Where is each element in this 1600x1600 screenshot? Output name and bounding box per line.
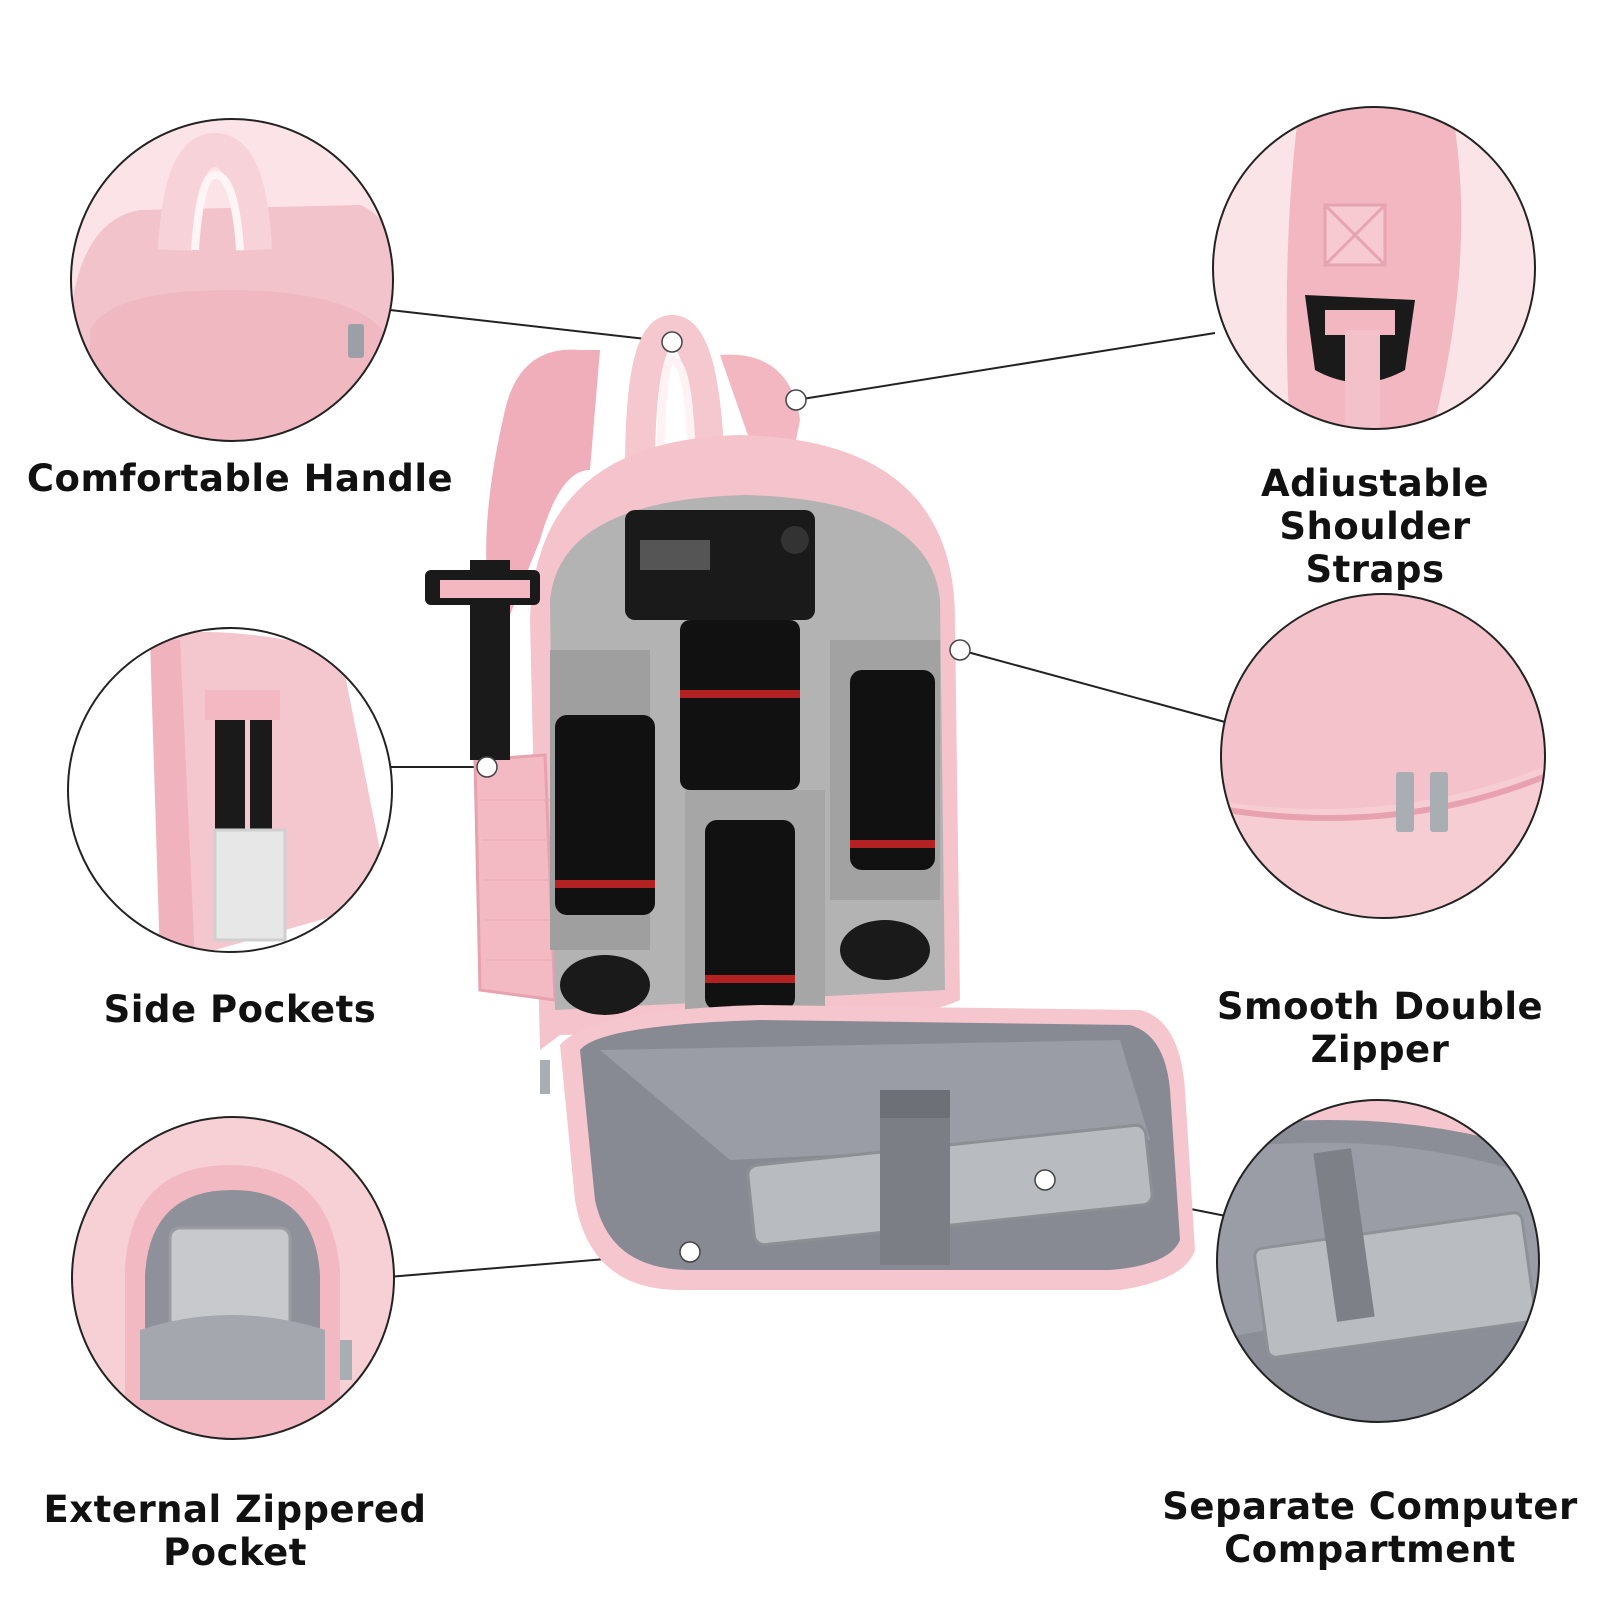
handle-detail-circle bbox=[70, 118, 394, 442]
connector-dots bbox=[476, 331, 1056, 1263]
zipper-detail-circle bbox=[1220, 593, 1546, 919]
backpack-main bbox=[425, 314, 1195, 1290]
external-pocket-detail-circle bbox=[71, 1116, 395, 1440]
side-pocket-detail-circle bbox=[67, 627, 393, 953]
label-external-pocket: External Zippered Pocket bbox=[43, 1488, 427, 1574]
computer-detail-circle bbox=[1216, 1099, 1540, 1423]
label-computer-compartment: Separate Computer Compartment bbox=[1162, 1485, 1578, 1571]
label-side-pockets: Side Pockets bbox=[103, 988, 377, 1031]
label-comfortable-handle: Comfortable Handle bbox=[26, 457, 454, 500]
straps-detail-circle bbox=[1212, 106, 1536, 430]
label-double-zipper: Smooth Double Zipper bbox=[1216, 985, 1544, 1071]
label-shoulder-straps: Adiustable Shoulder Straps bbox=[1260, 462, 1490, 591]
